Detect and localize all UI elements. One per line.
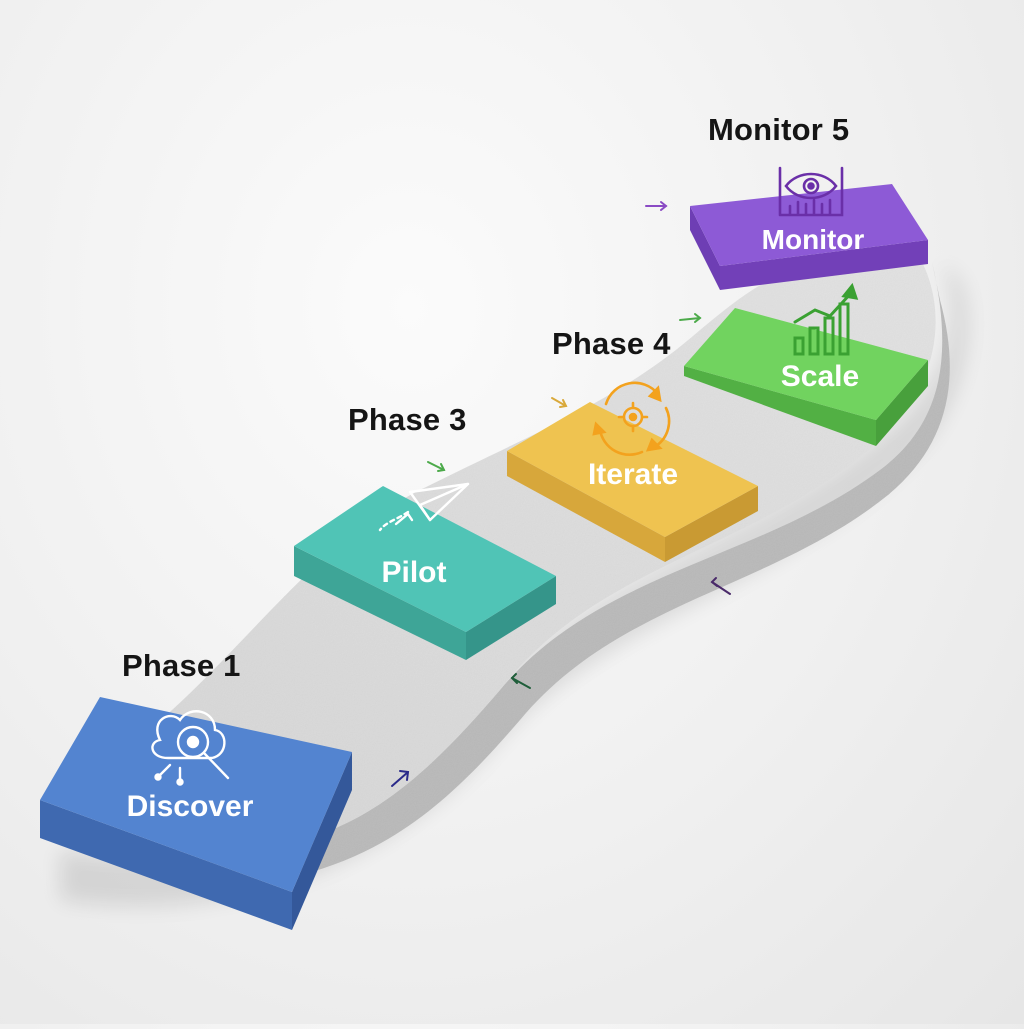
arrow-icon — [551, 397, 568, 408]
step-label-iterate: Iterate — [588, 458, 678, 491]
step-label-scale: Scale — [781, 360, 859, 393]
heading-monitor-5: Monitor 5 — [708, 112, 850, 147]
step-scale: Scale — [684, 282, 928, 446]
step-discover: Discover — [40, 697, 352, 930]
arrow-icon — [510, 673, 531, 689]
paper-plane-icon — [378, 482, 470, 532]
connector-arrows — [391, 201, 731, 787]
step-pilot: Pilot — [294, 482, 556, 660]
growth-chart-icon — [793, 282, 859, 356]
step-iterate: Iterate — [507, 381, 758, 562]
heading-phase-3: Phase 3 — [348, 402, 467, 437]
path-side — [300, 262, 950, 875]
arrow-icon — [427, 461, 446, 472]
arrow-icon — [645, 201, 668, 211]
arrow-icon — [391, 770, 410, 787]
discover-magnifier-icon — [151, 710, 230, 786]
heading-phase-1: Phase 1 — [122, 648, 241, 683]
step-monitor: Monitor — [690, 166, 928, 290]
eye-monitor-icon — [778, 166, 844, 217]
heading-phase-4: Phase 4 — [552, 326, 671, 361]
arrow-icon — [710, 577, 731, 595]
step-label-pilot: Pilot — [382, 556, 447, 589]
step-label-monitor: Monitor — [762, 224, 865, 255]
arrow-icon — [679, 313, 702, 323]
cycle-gear-icon — [592, 381, 671, 457]
step-label-discover: Discover — [127, 790, 254, 823]
